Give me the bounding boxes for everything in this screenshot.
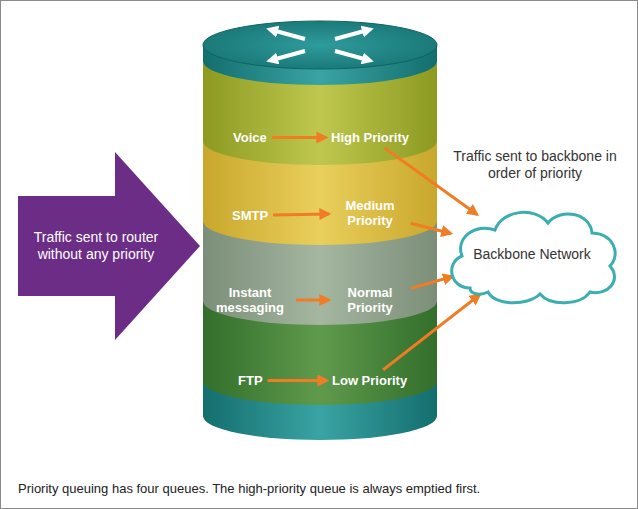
- cylinder-top: [203, 21, 437, 69]
- input-arrow-label: Traffic sent to router without any prior…: [21, 229, 171, 263]
- queue-label: Instant messaging: [209, 285, 291, 315]
- queue-label: High Priority: [331, 130, 409, 145]
- queue-label: SMTP: [232, 208, 268, 223]
- caption: Priority queuing has four queues. The hi…: [18, 481, 480, 496]
- cloud-label: Backbone Network: [473, 246, 591, 262]
- node-label: SMTP: [232, 208, 268, 223]
- flow-arrow: [411, 223, 451, 233]
- queue-label: Medium Priority: [334, 198, 406, 228]
- node-label: Normal Priority: [334, 285, 406, 315]
- input-arrow: [18, 152, 200, 340]
- flow-arrow: [411, 277, 453, 289]
- cloud-shape: [452, 212, 615, 302]
- node-label: Traffic sent to router without any prior…: [21, 229, 171, 263]
- node-label: Medium Priority: [334, 198, 406, 228]
- node-label: FTP: [238, 373, 263, 388]
- flow-arrow: [273, 214, 329, 215]
- queue-label: Low Priority: [332, 373, 407, 388]
- node-label: Low Priority: [332, 373, 407, 388]
- node-label: Instant messaging: [209, 285, 291, 315]
- flow-arrow: [268, 379, 327, 382]
- node-label: Voice: [233, 130, 267, 145]
- flow-arrow: [296, 299, 329, 302]
- cloud-node: Backbone Network: [440, 198, 624, 310]
- queue-label: FTP: [238, 373, 263, 388]
- flow-arrow: [272, 136, 326, 139]
- note-label: Traffic sent to backbone in order of pri…: [440, 148, 630, 182]
- queue-label: Normal Priority: [334, 285, 406, 315]
- router-symbol: [272, 30, 368, 60]
- node-label: High Priority: [331, 130, 409, 145]
- flow-arrow: [383, 295, 480, 370]
- queue-label: Voice: [233, 130, 267, 145]
